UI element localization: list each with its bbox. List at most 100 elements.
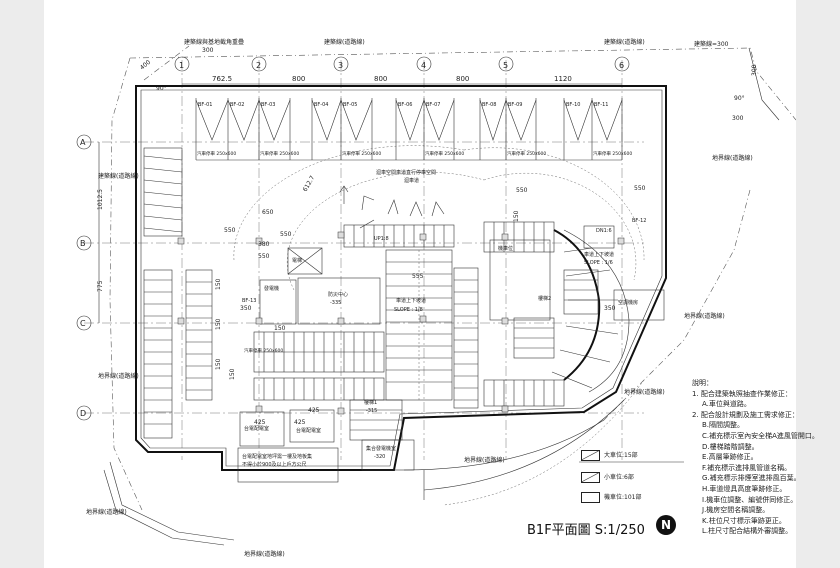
boundary-label-6: 地界線(道路線) <box>86 508 127 516</box>
legend-small-car: 小車位:6部 <box>581 472 634 483</box>
disaster-center-label: 防災中心 <box>328 291 348 298</box>
dim-col-5: 1120 <box>554 75 572 83</box>
ramp-label: 車道上下坡道 <box>396 297 426 304</box>
gathering-level: -320 <box>374 454 385 460</box>
lower-left-curve-2 <box>109 461 235 541</box>
core-rooms <box>177 225 665 483</box>
note-box1: 台電配電室地坪需一樓及地板集 <box>242 453 312 460</box>
col-2: 2 <box>256 61 261 70</box>
dim: 150 <box>229 368 236 380</box>
dim: 380 <box>258 241 270 248</box>
note-line: B.隔間調整。 <box>702 421 745 430</box>
parking-tag: BF-12 <box>632 218 646 224</box>
dim: 550 <box>280 231 292 238</box>
space-label: 迴車空間車道直行停車空間 <box>376 169 436 176</box>
small-car-icon <box>581 472 600 483</box>
row-a: A <box>80 138 86 147</box>
left-boundary-line <box>109 57 143 511</box>
gen-room-label: 發電機 <box>264 285 279 292</box>
note-line: K.柱位尺寸標示筆跡更正。 <box>702 516 786 525</box>
north-label: N <box>660 518 672 532</box>
note-line: C.補充標示室內安全梯A進風管開口。 <box>702 431 819 440</box>
elevator-label: 電梯 <box>292 257 302 264</box>
parking-tag: BF-03 <box>261 102 275 108</box>
boundary-label-1: 地界線(道路線) <box>712 154 753 162</box>
parking-text: 汽車停車 250x600 <box>593 150 632 157</box>
parking-tag: BF-10 <box>566 102 580 108</box>
column-bubbles <box>76 56 630 421</box>
note-line: I.機車位調整、編號併同修正。 <box>702 495 798 504</box>
row-b: B <box>80 239 86 248</box>
ramp-structure <box>385 249 453 401</box>
stair2-label: 樓梯2 <box>538 295 551 302</box>
dim: 550 <box>258 253 270 260</box>
note-line: E.高層筆跡修正。 <box>702 453 758 462</box>
power-label: 台電配電室 <box>244 425 269 432</box>
grid-lines <box>84 60 644 460</box>
side-label: 建築線(道路線) <box>98 172 139 180</box>
note-line: 1. 配合建築執照抽查作業修正： <box>692 389 792 398</box>
parking-tags: BF-01 BF-02 BF-03 BF-04 BF-05 BF-06 BF-0… <box>198 102 646 304</box>
turning-arcs <box>233 145 645 291</box>
note-line: H.車道燈具高度筆跡修正。 <box>702 484 787 493</box>
note-line: D.樓梯踏階調整。 <box>702 442 759 451</box>
large-car-icon <box>581 450 600 461</box>
note-line: F.補充標示進排風管道名稱。 <box>702 463 792 472</box>
pit-label: 空調機房 <box>618 299 638 306</box>
ramp-up-label: UP1:8 <box>374 236 389 242</box>
col-6: 6 <box>619 61 624 70</box>
parking-text: 汽車停車 250x600 <box>260 150 299 157</box>
ramp-slope: SLOPE : 1/8 <box>394 307 423 313</box>
col-3: 3 <box>338 61 343 70</box>
floor-plan: 1 2 3 4 5 6 A B C D 762.5 800 800 800 11… <box>76 38 796 558</box>
corner-dim-6: 300 <box>751 64 758 76</box>
col-1: 1 <box>179 61 184 70</box>
dim: 612.7 <box>302 174 317 193</box>
drawing-sheet: 1 2 3 4 5 6 A B C D 762.5 800 800 800 11… <box>44 0 819 568</box>
dim: 650 <box>262 209 274 216</box>
top-boundary-line <box>129 47 796 121</box>
note-line: L.柱尺寸配合結構外審調整。 <box>702 527 793 536</box>
power2-label: 台電配電室 <box>296 427 321 434</box>
disaster-center-level: -335 <box>330 300 341 306</box>
drawing-title: B1F平面圖 S:1/250 <box>527 523 645 538</box>
parking-tag: BF-05 <box>343 102 357 108</box>
corner-dim-line <box>748 47 780 121</box>
dim: 425 <box>308 407 320 414</box>
ramp2-label: 車道上下坡道 <box>584 251 614 258</box>
legend-large-car: 大車位:15部 <box>581 450 638 461</box>
dim: 425 <box>254 419 266 426</box>
col-5: 5 <box>503 61 508 70</box>
parking-text: 汽車停車 250x600 <box>425 150 464 157</box>
note-line: J.機房空間名稱調整。 <box>702 506 770 515</box>
parking-text: 汽車停車 250x600 <box>342 150 381 157</box>
top-label-1: 建築線與基地截角重疊 <box>184 38 244 46</box>
dim: 550 <box>516 187 528 194</box>
dim-col-3: 800 <box>374 75 387 83</box>
parking-tag: BF-01 <box>198 102 212 108</box>
inner-wall-line <box>140 89 663 467</box>
parking-tag: BF-09 <box>508 102 522 108</box>
note-box2: 不得小於900及以上戶方公尺 <box>242 461 307 468</box>
corner-dim-7: 300 <box>732 115 744 122</box>
boundary-label-5: 地界線(道路線) <box>98 372 139 380</box>
corner-chamfer-line <box>143 45 190 81</box>
parking-text: 汽車停車 250x600 <box>197 150 236 157</box>
dim: 350 <box>604 305 616 312</box>
parking-tag: BF-02 <box>230 102 244 108</box>
notes-heading: 說明： <box>692 379 713 387</box>
dim-row-1: 1012.5 <box>97 189 104 210</box>
room-labels: 防災中心 -335 車道上下坡道 SLOPE : 1/8 車道上下坡道 SLOP… <box>242 169 638 468</box>
corner-dim-4: 建築線=300 <box>694 40 729 48</box>
row-c: C <box>80 319 86 328</box>
ex-room-label: 機車位 <box>498 245 513 252</box>
parking-text: 汽車停車 250x600 <box>507 150 546 157</box>
boundary-label-3: 地界線(道路線) <box>624 388 665 396</box>
parking-tag: BF-08 <box>482 102 496 108</box>
lower-left-curve <box>103 469 225 546</box>
top-label-3: 建築線(道路線) <box>604 38 645 46</box>
legend-motorcycle: 機車位:101部 <box>581 492 641 503</box>
ramp-center-label: 迴車道 <box>404 177 419 184</box>
parking-tag: BF-04 <box>314 102 328 108</box>
boundary-label-7: 地界線(道路線) <box>244 550 285 558</box>
